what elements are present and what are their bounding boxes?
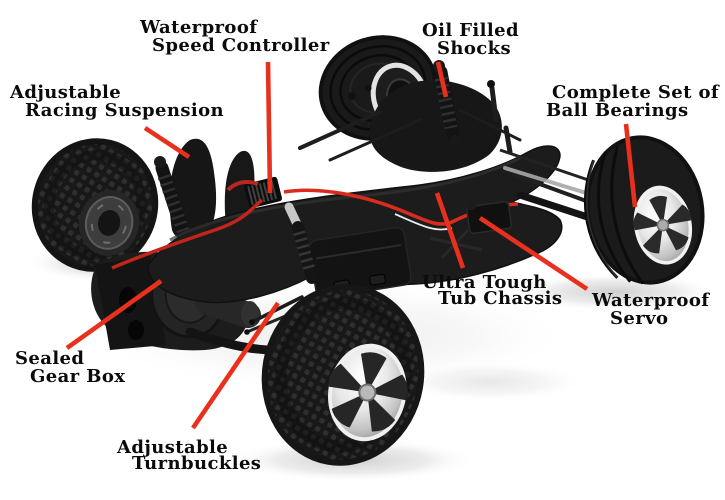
label-turnbuckles-line2: Turnbuckles [132, 453, 262, 474]
callout-line-gear-box [65, 279, 163, 350]
label-ball-bearings-line2: Ball Bearings [546, 100, 689, 121]
front-right-wheel [583, 135, 705, 285]
label-speed-controller-line1: Waterproof [140, 17, 258, 38]
label-shocks-line1: Oil Filled [422, 20, 519, 41]
label-servo-line2: Servo [610, 308, 669, 329]
label-speed-controller-line2: Speed Controller [152, 35, 330, 56]
rear-left-wheel [31, 138, 159, 272]
front-left-wheel [261, 284, 425, 466]
front-left-shock [284, 202, 318, 284]
rear-left-shock [154, 156, 193, 249]
label-turnbuckles-line1: Adjustable [117, 437, 229, 458]
label-servo-line1: Waterproof [592, 290, 710, 311]
label-ball-bearings-line1: Complete Set of [552, 82, 720, 103]
label-suspension-line1: Adjustable [10, 82, 122, 103]
front-wheel-hub [633, 185, 693, 265]
battery-box [308, 226, 412, 299]
callout-lines [65, 61, 638, 430]
label-gear-box-line1: Sealed [15, 348, 85, 369]
callout-line-suspension [143, 126, 191, 159]
label-gear-box-line2: Gear Box [30, 366, 126, 387]
callout-line-speed-controller [265, 61, 273, 194]
label-tub-chassis-line2: Tub Chassis [438, 288, 563, 309]
label-suspension-line2: Racing Suspension [25, 100, 224, 121]
callout-line-turnbuckles [191, 301, 280, 430]
callout-line-shocks [435, 61, 449, 98]
front-left-rim [327, 343, 408, 442]
callout-line-ball-bearings [623, 123, 638, 208]
steering-servo [466, 200, 512, 235]
camber-links [298, 80, 522, 162]
label-shocks-line2: Shocks [437, 38, 512, 59]
callout-line-servo [478, 216, 589, 291]
label-tub-chassis-line1: Ultra Tough [422, 272, 547, 293]
rear-bulkhead [369, 80, 502, 172]
callout-line-tub-chassis [434, 192, 466, 269]
